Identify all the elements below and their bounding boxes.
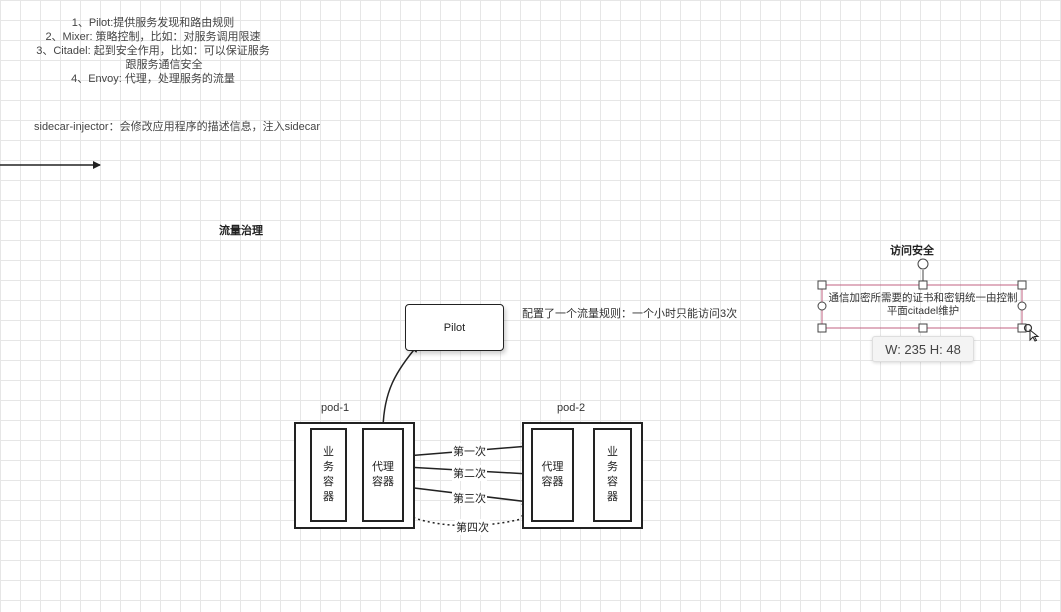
resize-handle-tm — [918, 280, 928, 290]
resize-handle-br — [1017, 323, 1027, 333]
pod1-proxy-container[interactable]: 代理容器 — [362, 428, 404, 522]
resize-handle-ml — [817, 301, 827, 311]
traffic-title[interactable]: 流量治理 — [219, 225, 263, 237]
pod2-label: pod-2 — [557, 402, 586, 414]
size-badge: W: 235 H: 48 — [872, 336, 974, 362]
pod2-business-label: 业务容器 — [607, 446, 618, 503]
note-pilot: 1、Pilot:提供服务发现和路由规则 — [71, 17, 235, 29]
pod2-business-container[interactable]: 业务容器 — [593, 428, 632, 522]
mouse-cursor-icon — [1023, 323, 1040, 342]
pod2-proxy-container[interactable]: 代理容器 — [531, 428, 574, 522]
selection-frame[interactable] — [817, 258, 1027, 333]
pod1-label: pod-1 — [321, 402, 350, 414]
pod1-business-container[interactable]: 业务容器 — [310, 428, 347, 522]
selected-security-text[interactable]: 通信加密所需要的证书和密钥统一由控制 平面citadel维护 — [823, 292, 1023, 318]
note-envoy: 4、Envoy: 代理，处理服务的流量 — [71, 73, 235, 85]
pod2-proxy-label: 代理容器 — [541, 461, 564, 488]
resize-handle-tl — [817, 280, 827, 290]
resize-handle-bm — [918, 323, 928, 333]
resize-handle-mr — [1017, 301, 1027, 311]
proxy-to-pilot-arrow[interactable] — [382, 344, 419, 429]
rule-note[interactable]: 配置了一个流量规则：一个小时只能访问3次 — [522, 308, 738, 320]
selected-text-line2: 平面citadel维护 — [886, 305, 960, 317]
pod1-business-label: 业务容器 — [323, 446, 334, 503]
selected-text-line1: 通信加密所需要的证书和密钥统一由控制 — [828, 292, 1018, 304]
pod1-proxy-label: 代理容器 — [372, 461, 394, 488]
note-citadel: 3、Citadel: 起到安全作用，比如：可以保证服务 — [36, 45, 270, 57]
request-label-3[interactable]: 第三次 — [452, 490, 487, 506]
rotate-handle[interactable] — [917, 258, 929, 270]
resize-handle-bl — [817, 323, 827, 333]
resize-handle-tr — [1017, 280, 1027, 290]
component-notes[interactable]: 1、Pilot:提供服务发现和路由规则 2、Mixer: 策略控制，比如：对服务… — [18, 16, 288, 86]
request-label-1[interactable]: 第一次 — [452, 443, 487, 459]
pilot-node[interactable]: Pilot — [405, 304, 504, 351]
note-mixer: 2、Mixer: 策略控制，比如：对服务调用限速 — [45, 31, 261, 43]
injector-note[interactable]: sidecar-injector：会修改应用程序的描述信息，注入sidecar — [34, 121, 321, 133]
request-label-4[interactable]: 第四次 — [455, 519, 490, 535]
security-title[interactable]: 访问安全 — [890, 245, 934, 257]
request-label-2[interactable]: 第二次 — [452, 465, 487, 481]
note-citadel-cont: 跟服务通信安全 — [125, 59, 203, 71]
pilot-label: Pilot — [443, 321, 466, 334]
